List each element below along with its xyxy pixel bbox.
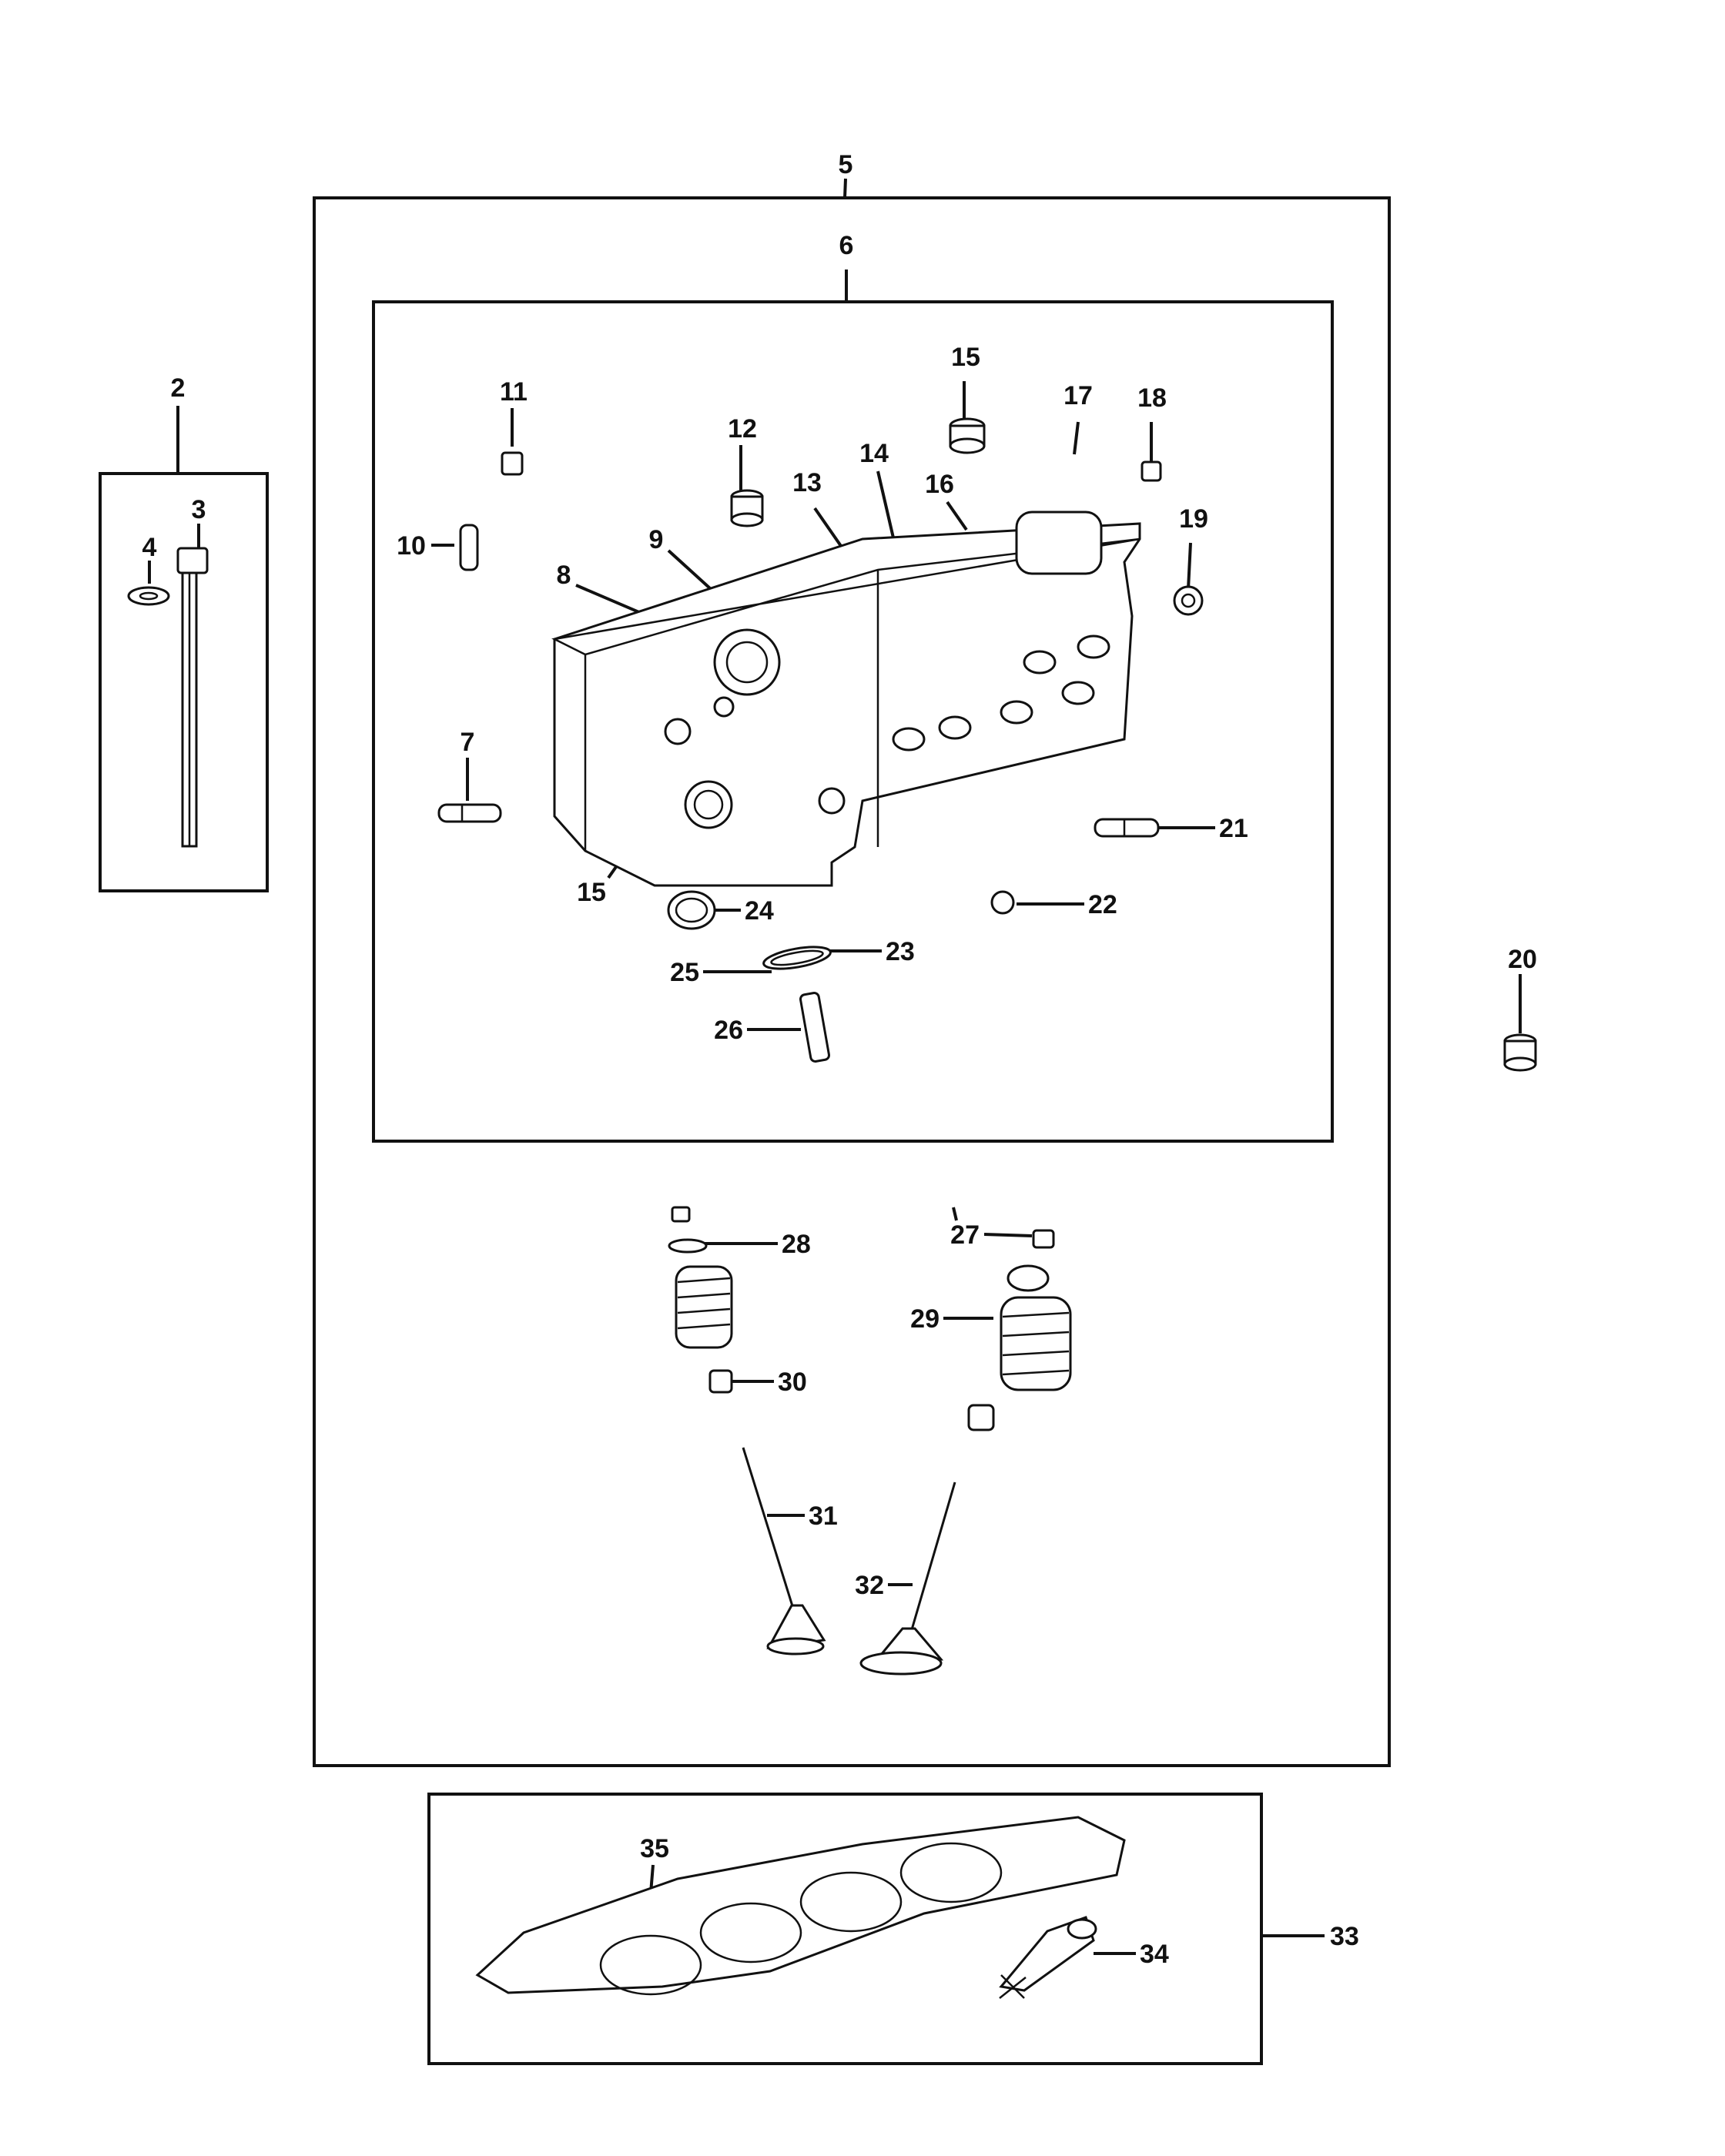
callout-34: 34 (1140, 1940, 1169, 1969)
plug-20-part (1503, 1033, 1537, 1072)
callout-32: 32 (855, 1571, 884, 1600)
callout-17: 17 (1063, 381, 1093, 410)
plug-12-part (730, 489, 764, 527)
valve-keeper-27-part (1032, 1229, 1055, 1249)
callout-31: 31 (809, 1502, 838, 1531)
callout-35: 35 (640, 1834, 669, 1863)
valve-spring-left-part (675, 1265, 733, 1349)
callout-4: 4 (142, 533, 157, 562)
callout-labels: 2 3 4 5 6 7 8 9 10 11 12 13 14 15 15 16 … (142, 150, 1537, 1969)
callout-18: 18 (1137, 383, 1167, 413)
valve-32-part (859, 1481, 956, 1676)
valve-retainer-right-part (1007, 1264, 1050, 1292)
callout-29: 29 (910, 1304, 940, 1334)
callout-19: 19 (1179, 504, 1208, 534)
group-box-33 (427, 1793, 1263, 2065)
cylinder-head-part (551, 511, 1141, 887)
callout-21: 21 (1219, 814, 1248, 843)
callout-20: 20 (1508, 945, 1537, 974)
valve-spring-29-part (1000, 1296, 1072, 1391)
valve-seal-30-part (708, 1369, 733, 1394)
callout-33: 33 (1330, 1922, 1359, 1951)
callout-8: 8 (557, 561, 571, 590)
callout-23: 23 (886, 937, 915, 966)
valve-retainer-28-part (668, 1238, 708, 1254)
valve-seat-23-25-part (762, 946, 832, 970)
valve-guide-26-part (799, 992, 831, 1063)
stud-7-part (437, 803, 502, 823)
callout-27: 27 (950, 1220, 980, 1250)
callout-30: 30 (778, 1368, 807, 1397)
callout-25: 25 (670, 958, 699, 987)
callout-12: 12 (728, 414, 757, 444)
callout-2: 2 (171, 373, 186, 403)
injector-sleeve-part (999, 1916, 1097, 1999)
callout-22: 22 (1088, 890, 1117, 919)
plug-15-top-part (949, 417, 986, 454)
callout-6: 6 (839, 231, 854, 260)
callout-11: 11 (500, 377, 528, 407)
callout-24: 24 (745, 896, 774, 926)
stud-21-part (1094, 818, 1160, 838)
callout-13: 13 (792, 468, 822, 497)
callout-16: 16 (925, 470, 954, 499)
bolt-washer-part (127, 586, 170, 606)
group-box-5 (313, 196, 1391, 1767)
dowel-pin-10-part (459, 524, 479, 571)
callout-15-top: 15 (951, 343, 980, 372)
head-bolt-part (176, 547, 209, 848)
callout-3: 3 (192, 495, 206, 524)
callout-10: 10 (397, 531, 426, 561)
callout-7: 7 (461, 728, 475, 757)
valve-keeper-left-part (671, 1206, 691, 1223)
plug-11-part (501, 451, 524, 476)
callout-15-bottom: 15 (577, 878, 606, 907)
valve-31-part (742, 1447, 826, 1656)
callout-9: 9 (649, 525, 664, 554)
callout-5: 5 (839, 150, 853, 179)
callout-28: 28 (782, 1230, 811, 1259)
plug-19-part (1173, 585, 1204, 616)
plug-22-part (990, 890, 1015, 915)
group-box-2 (99, 472, 269, 892)
head-gasket-part (475, 1816, 1126, 1996)
valve-seat-24-part (667, 890, 716, 930)
leader-lines (148, 178, 1522, 1955)
callout-26: 26 (714, 1016, 743, 1045)
callout-14: 14 (859, 439, 889, 468)
plug-18-part (1141, 460, 1162, 482)
group-box-6 (372, 300, 1334, 1143)
valve-seal-right-part (967, 1404, 995, 1431)
